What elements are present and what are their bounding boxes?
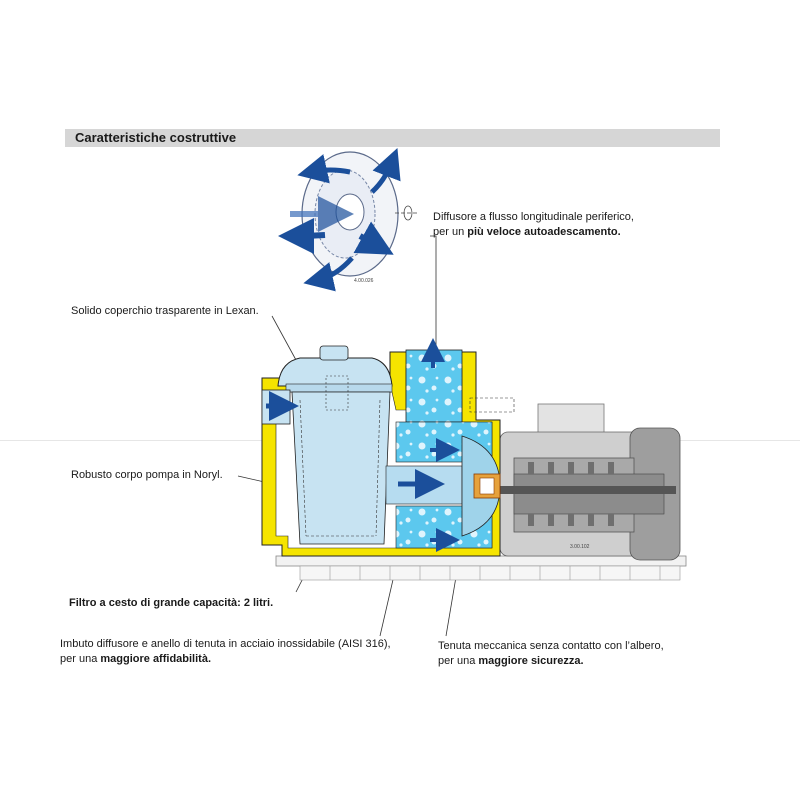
label-corpo: Robusto corpo pompa in Noryl. (71, 469, 223, 481)
filter-basket (291, 375, 391, 545)
inlet-port (261, 389, 299, 425)
pump-base (275, 555, 687, 581)
motor (496, 403, 681, 561)
label-filtro: Filtro a cesto di grande capacità: 2 lit… (69, 597, 274, 609)
code-small: 4.00.026 (354, 278, 374, 284)
filter-lid (277, 345, 393, 393)
label-imbuto: Imbuto diffusore e anello di tenuta in a… (60, 638, 391, 665)
diffuser-sketch (278, 148, 418, 292)
label-diffusore: Diffusore a flusso longitudinale perifer… (433, 211, 634, 238)
impeller (461, 435, 501, 537)
code-main: 3.00.102 (570, 544, 590, 550)
section-header: Caratteristiche costruttive (65, 129, 720, 147)
label-coperchio: Solido coperchio trasparente in Lexan. (71, 305, 259, 317)
label-tenuta: Tenuta meccanica senza contatto con l’al… (438, 640, 664, 667)
section-title: Caratteristiche costruttive (75, 130, 237, 145)
priming-valve (469, 397, 515, 413)
